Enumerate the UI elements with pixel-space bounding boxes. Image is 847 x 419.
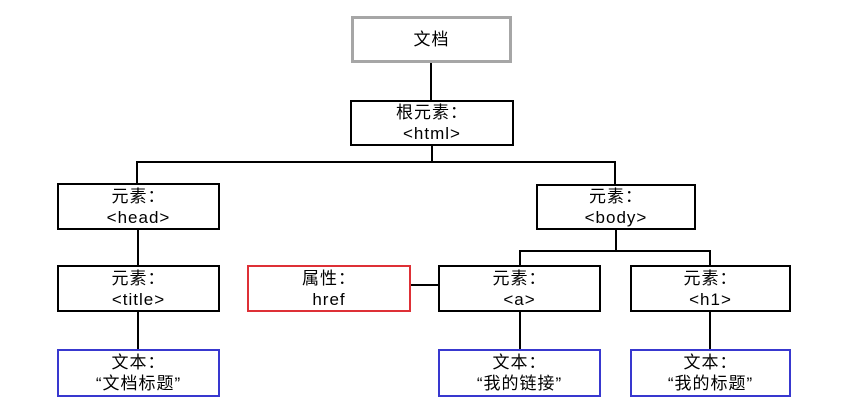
node-text-title-value: “文档标题” xyxy=(95,374,182,393)
node-root-element-html: 根元素： <html> xyxy=(350,100,514,146)
node-h1-type: 元素： xyxy=(683,268,738,288)
node-text-title-type: 文本： xyxy=(111,353,166,372)
node-a-value: <a> xyxy=(503,289,536,309)
connector-html-children-bar xyxy=(136,161,616,163)
node-text-my-link: 文本： “我的链接” xyxy=(438,349,601,397)
connector-title-text xyxy=(137,312,139,349)
node-text-heading-type: 文本： xyxy=(683,353,738,372)
node-attribute-href: 属性： href xyxy=(247,265,411,312)
node-text-link-type: 文本： xyxy=(492,353,547,372)
node-title-value: <title> xyxy=(111,289,166,309)
connector-html-stem xyxy=(431,146,433,163)
node-document: 文档 xyxy=(351,16,512,63)
node-document-label: 文档 xyxy=(413,30,450,49)
node-body-type: 元素： xyxy=(589,187,643,206)
node-element-a: 元素： <a> xyxy=(438,265,601,312)
connector-attr-a xyxy=(411,284,438,286)
node-text-document-title: 文本： “文档标题” xyxy=(57,349,220,397)
connector-a-text xyxy=(519,312,521,349)
connector-body-children-bar xyxy=(519,250,711,252)
connector-drop-head xyxy=(136,161,138,183)
connector-drop-a xyxy=(519,250,521,265)
node-body-value: <body> xyxy=(584,208,648,227)
connector-head-title xyxy=(137,230,139,265)
node-h1-value: <h1> xyxy=(689,289,732,309)
node-href-type: 属性： xyxy=(302,268,356,288)
connector-h1-text xyxy=(709,312,711,349)
node-element-body: 元素： <body> xyxy=(536,184,696,230)
connector-drop-h1 xyxy=(709,250,711,265)
connector-body-stem xyxy=(615,230,617,252)
node-html-value: <html> xyxy=(403,124,461,143)
connector-document-html xyxy=(430,63,432,100)
node-text-link-value: “我的链接” xyxy=(476,374,563,393)
node-head-type: 元素： xyxy=(111,186,166,206)
node-title-type: 元素： xyxy=(111,268,166,288)
node-html-type: 根元素： xyxy=(396,103,468,122)
node-element-head: 元素： <head> xyxy=(57,183,220,230)
node-element-h1: 元素： <h1> xyxy=(630,265,791,312)
connector-drop-body xyxy=(614,161,616,184)
node-text-heading-value: “我的标题” xyxy=(667,374,754,393)
node-element-title: 元素： <title> xyxy=(57,265,220,312)
node-text-my-heading: 文本： “我的标题” xyxy=(630,349,791,397)
node-a-type: 元素： xyxy=(492,268,547,288)
node-href-value: href xyxy=(312,289,346,309)
node-head-value: <head> xyxy=(106,207,171,227)
